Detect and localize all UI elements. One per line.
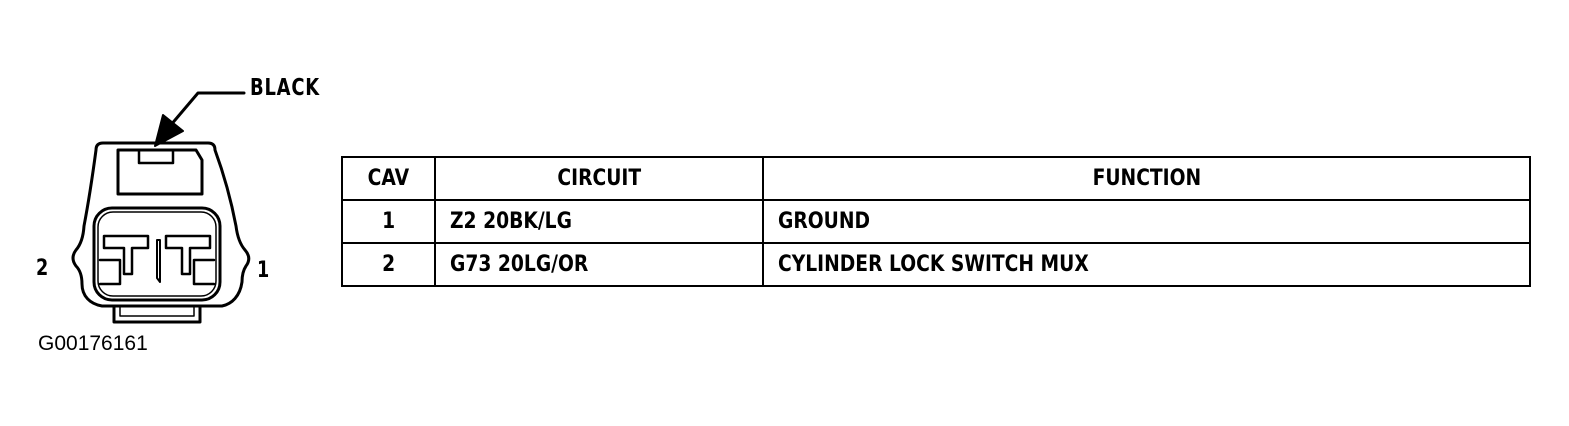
connector-diagram [71,91,251,324]
polarizing-key [156,239,161,283]
cell-function: GROUND [762,199,1531,244]
figure-id: G00176161 [38,332,148,355]
pin-number-right: 1 [257,258,270,283]
cell-cav: 2 [341,242,436,287]
lock-tab [137,148,175,165]
table-row: 2 G73 20LG/OR CYLINDER LOCK SWITCH MUX [341,242,1531,287]
header-cav: CAV [341,156,436,201]
connector-color-label: BLACK [250,75,320,101]
cell-function: CYLINDER LOCK SWITCH MUX [762,242,1531,287]
cell-cav: 1 [341,199,436,244]
connector-housing-outline [71,141,251,308]
table-row: 1 Z2 20BK/LG GROUND [341,199,1531,244]
bottom-latch [112,304,202,324]
terminal-2 [102,234,150,276]
lock-tab-frame [116,148,204,196]
terminal-cavity [92,206,222,302]
cell-circuit: G73 20LG/OR [434,242,764,287]
terminal-cavity-inner [97,211,217,297]
pinout-table: CAV CIRCUIT FUNCTION 1 Z2 20BK/LG GROUND… [341,156,1531,287]
color-leader-arrow [154,91,246,147]
cell-circuit: Z2 20BK/LG [434,199,764,244]
header-circuit: CIRCUIT [434,156,764,201]
table-header-row: CAV CIRCUIT FUNCTION [341,156,1531,201]
terminal-1 [164,234,212,276]
header-function: FUNCTION [762,156,1531,201]
pin-number-left: 2 [36,256,49,281]
